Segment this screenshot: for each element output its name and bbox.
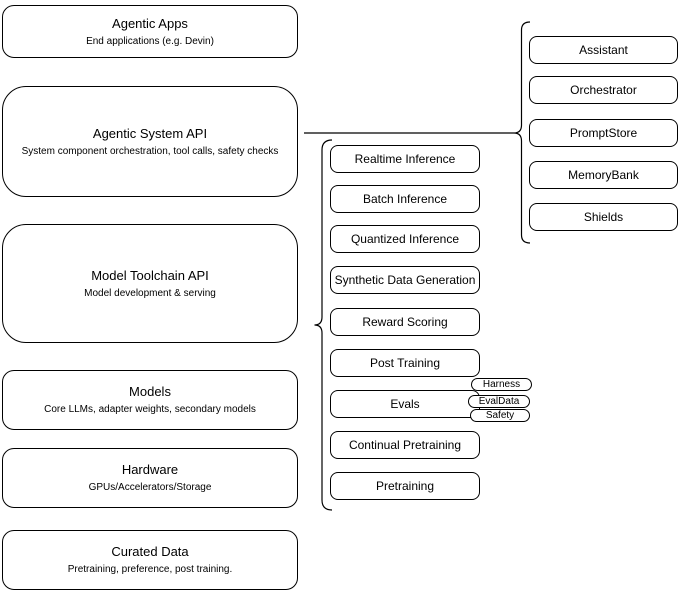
node-reward-scoring: Reward Scoring [330,308,480,336]
node-subtitle: Core LLMs, adapter weights, secondary mo… [44,404,256,415]
node-title: Model Toolchain API [91,267,209,283]
node-promptstore: PromptStore [529,119,678,147]
node-title: Curated Data [111,544,189,559]
node-subtitle: Pretraining, preference, post training. [67,564,233,575]
node-evals: Evals [330,390,480,418]
tag-safety: Safety [470,409,530,422]
node-continual-pretraining: Continual Pretraining [330,431,480,459]
node-model-toolchain-api: Model Toolchain API Model development & … [2,224,298,343]
node-batch-inference: Batch Inference [330,185,480,213]
right-column-brace [513,21,531,244]
tag-harness: Harness [471,378,532,391]
node-memorybank: MemoryBank [529,161,678,189]
node-pretraining: Pretraining [330,472,480,500]
node-quantized-inference: Quantized Inference [330,225,480,253]
node-post-training: Post Training [330,349,480,377]
node-orchestrator: Orchestrator [529,76,678,104]
node-shields: Shields [529,203,678,231]
node-curated-data: Curated Data Pretraining, preference, po… [2,530,298,590]
node-subtitle: End applications (e.g. Devin) [86,35,214,47]
node-title: Models [129,384,171,399]
node-models: Models Core LLMs, adapter weights, secon… [2,370,298,430]
tag-evaldata: EvalData [468,395,530,408]
node-subtitle: Model development & serving [84,287,216,299]
node-title: Agentic System API [92,125,208,141]
node-subtitle: GPUs/Accelerators/Storage [88,482,212,493]
node-hardware: Hardware GPUs/Accelerators/Storage [2,448,298,508]
node-agentic-apps: Agentic Apps End applications (e.g. Devi… [2,5,298,58]
node-realtime-inference: Realtime Inference [330,145,480,173]
node-subtitle: System component orchestration, tool cal… [21,145,279,157]
node-assistant: Assistant [529,36,678,64]
node-synthetic-data-generation: Synthetic Data Generation [330,266,480,294]
node-title: Agentic Apps [112,15,188,31]
node-agentic-system-api: Agentic System API System component orch… [2,86,298,197]
node-title: Hardware [121,462,179,477]
